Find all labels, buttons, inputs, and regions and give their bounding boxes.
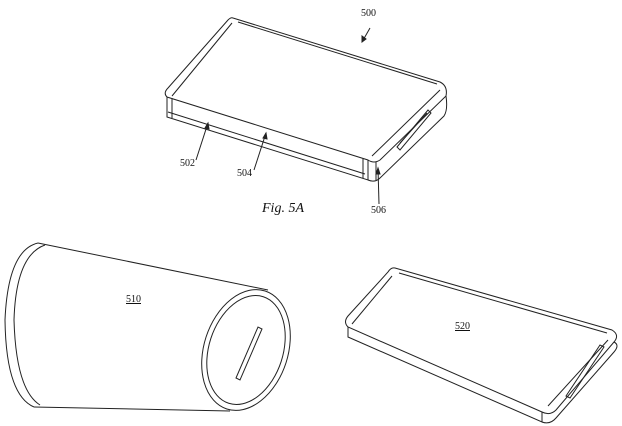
figure-caption: Fig. 5A (262, 201, 304, 216)
label-504: 504 (237, 168, 252, 179)
device-500-drawing (164, 17, 448, 205)
device-520-drawing (345, 267, 618, 424)
device-510-drawing (4, 242, 291, 412)
label-500: 500 (361, 8, 376, 19)
label-510: 510 (126, 294, 141, 305)
label-520: 520 (455, 321, 470, 332)
label-502: 502 (180, 158, 195, 169)
label-506: 506 (371, 205, 386, 216)
